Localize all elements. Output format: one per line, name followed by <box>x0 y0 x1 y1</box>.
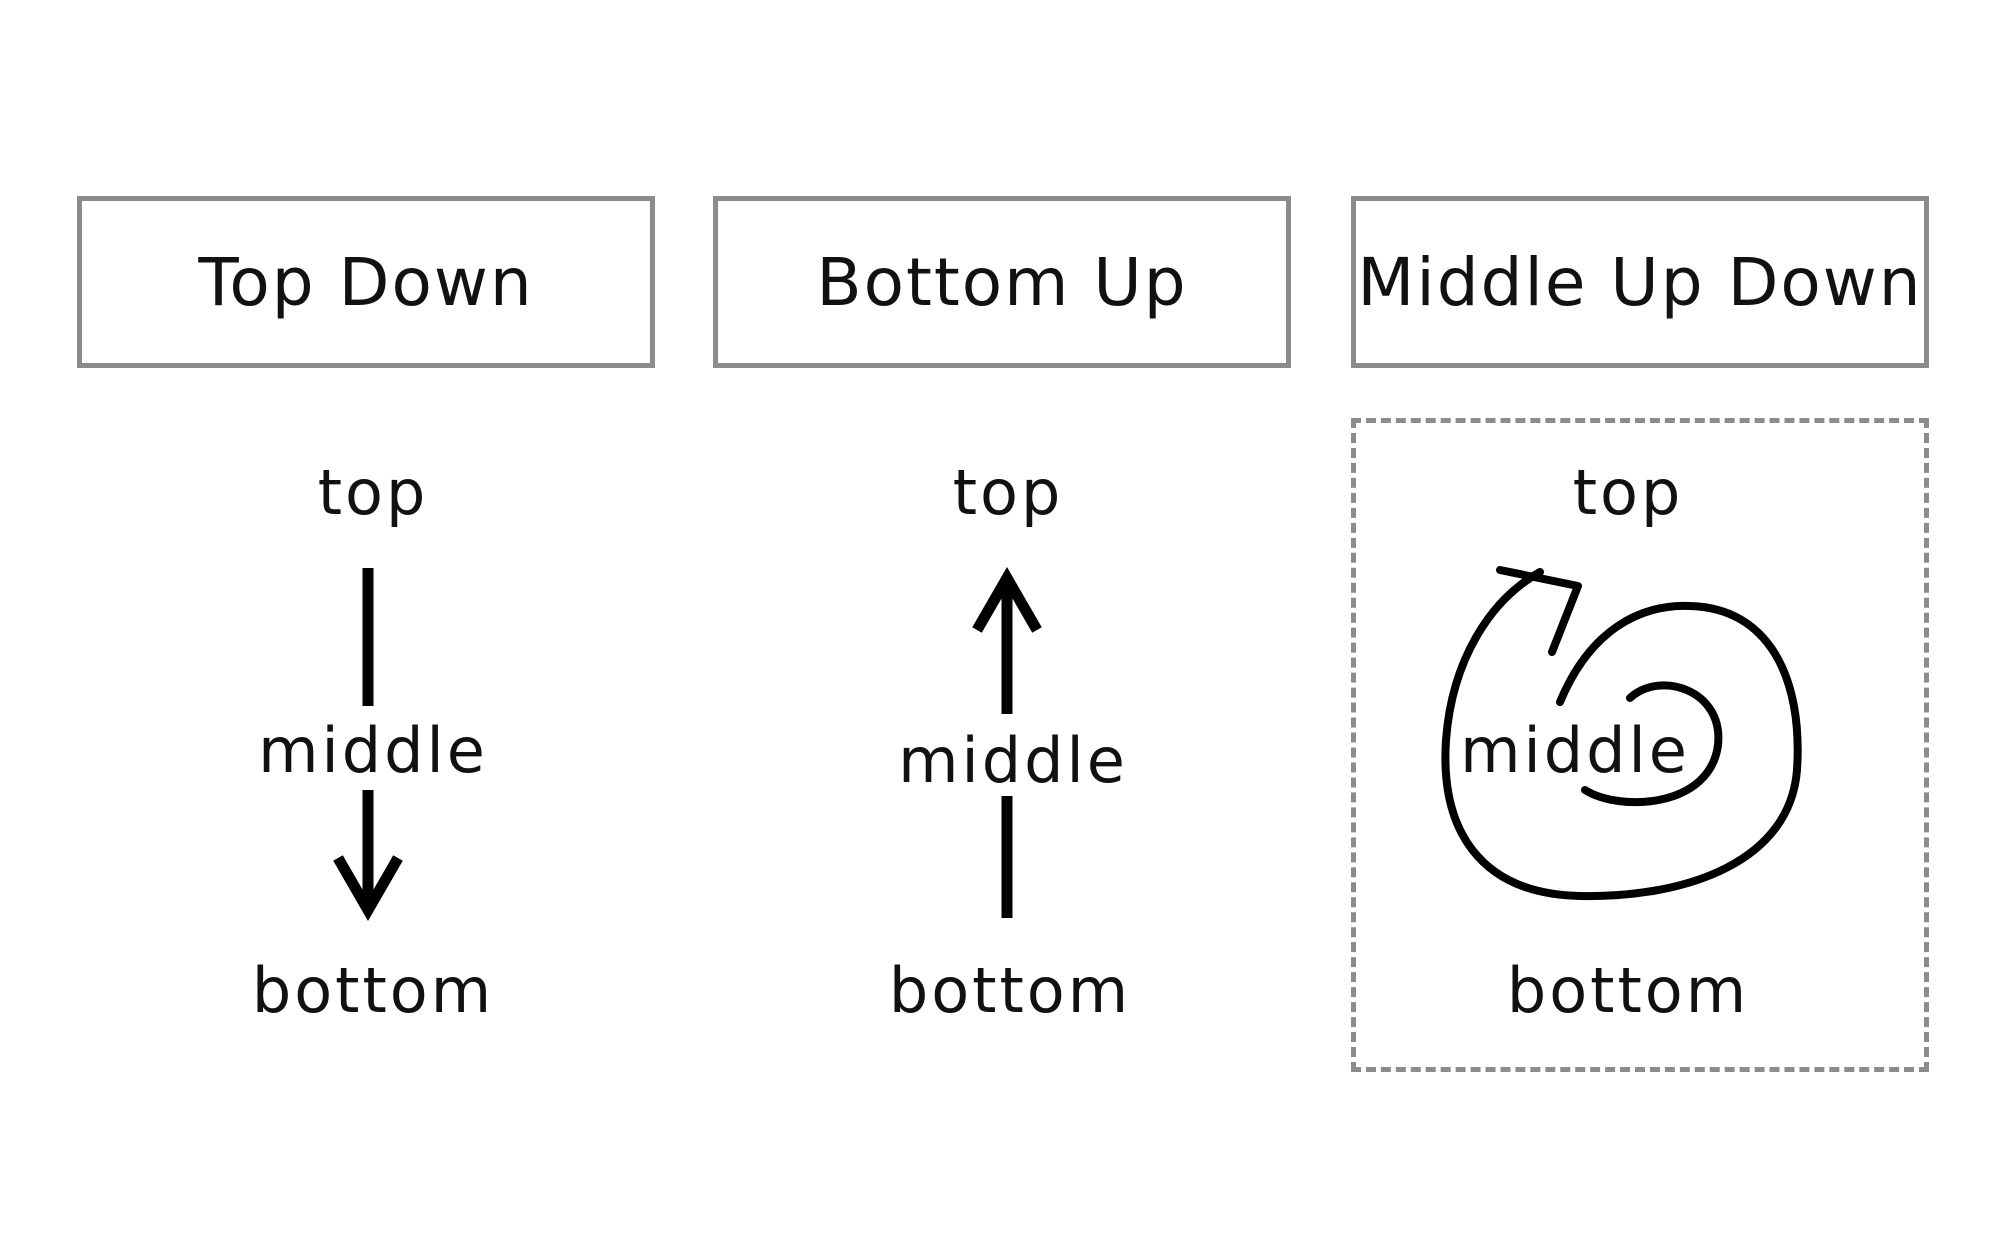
label-top-col1: top <box>317 456 429 529</box>
header-box-top-down: Top Down <box>77 196 655 368</box>
header-title-middle-up-down: Middle Up Down <box>1357 243 1923 321</box>
dashed-frame-middle-up-down <box>1351 418 1929 1072</box>
header-box-bottom-up: Bottom Up <box>713 196 1291 368</box>
label-middle-col2: middle <box>898 724 1128 797</box>
label-middle-col1: middle <box>258 714 488 787</box>
label-top-col3: top <box>1572 456 1684 529</box>
label-top-col2: top <box>952 456 1064 529</box>
header-title-bottom-up: Bottom Up <box>816 243 1188 321</box>
header-title-top-down: Top Down <box>198 243 534 321</box>
label-middle-col3: middle <box>1460 714 1690 787</box>
label-bottom-col1: bottom <box>251 954 495 1027</box>
header-box-middle-up-down: Middle Up Down <box>1351 196 1929 368</box>
label-bottom-col2: bottom <box>888 954 1132 1027</box>
label-bottom-col3: bottom <box>1506 954 1750 1027</box>
